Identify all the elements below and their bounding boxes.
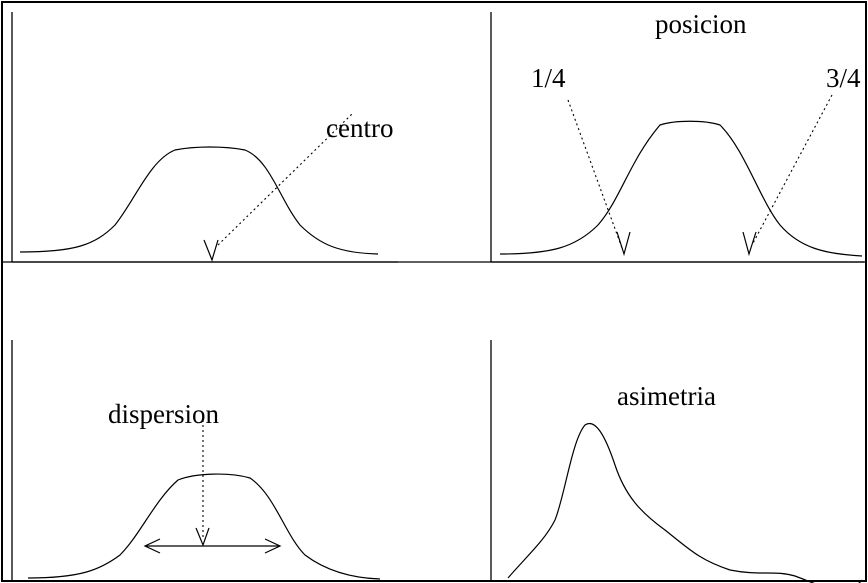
centro-arrow-mark	[203, 239, 219, 262]
dispersion-arrow-mark	[195, 527, 210, 547]
dispersion-curve	[27, 473, 381, 580]
posicion-right-pointer-line	[751, 94, 833, 246]
panel-asimetria: asimetria	[490, 340, 863, 583]
dispersion-label: dispersion	[108, 399, 219, 429]
dispersion-width-arrowhead-left	[143, 538, 161, 554]
posicion-curve	[499, 120, 863, 257]
panel-centro: centro	[11, 12, 398, 263]
posicion-quartile-left-label: 1/4	[531, 63, 566, 93]
panel-dispersion: dispersion	[11, 340, 381, 581]
posicion-quartile-right-mark	[742, 231, 757, 257]
panel-posicion: posicion 1/4 3/4	[490, 9, 864, 263]
asimetria-label: asimetria	[617, 381, 716, 411]
asimetria-curve	[507, 422, 863, 583]
posicion-left-pointer-line	[567, 99, 623, 249]
centro-pointer-line	[217, 113, 353, 246]
centro-label: centro	[326, 113, 393, 143]
posicion-quartile-right-label: 3/4	[826, 63, 861, 93]
posicion-quartile-left-mark	[616, 231, 631, 257]
dispersion-width-arrowhead-right	[264, 538, 282, 554]
posicion-title: posicion	[655, 9, 747, 39]
centro-curve	[19, 146, 379, 255]
